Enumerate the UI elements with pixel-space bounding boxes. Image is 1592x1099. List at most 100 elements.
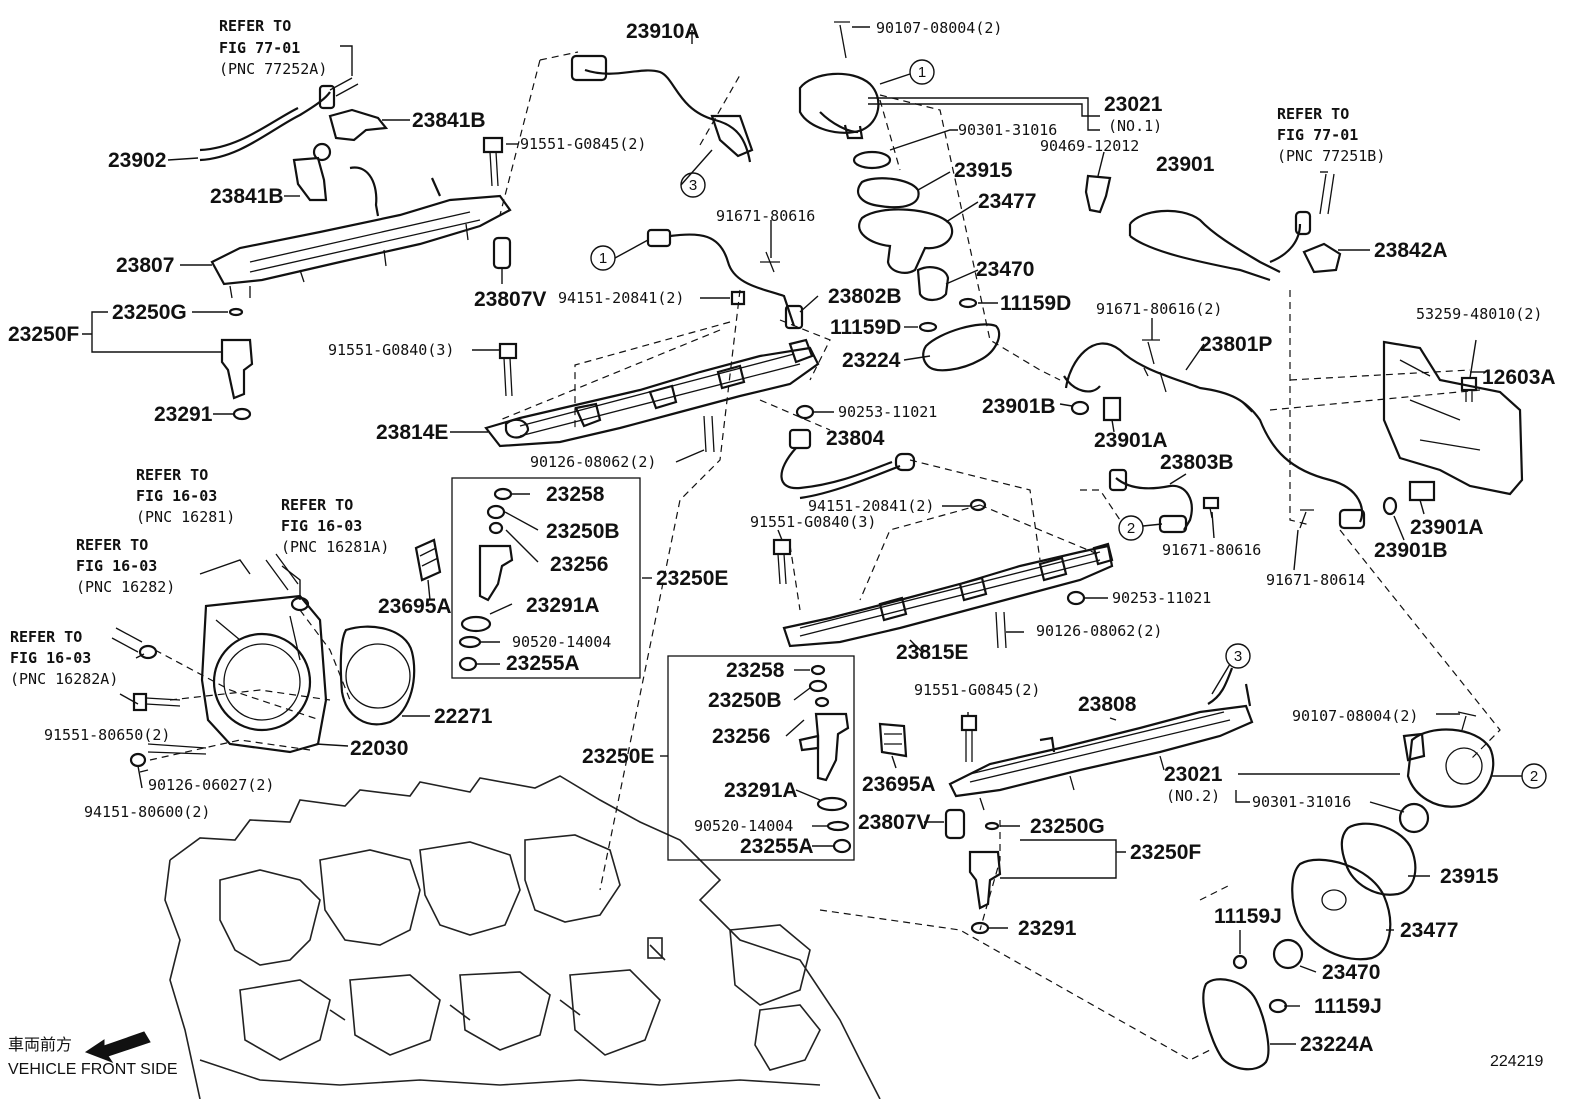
label-23841B-b: 23841B bbox=[210, 185, 284, 208]
part-23695A-clip-a bbox=[414, 538, 442, 582]
label-23255A-b: 23255A bbox=[740, 835, 814, 858]
label-94151-20841-a: 94151-20841(2) bbox=[558, 289, 684, 307]
part-23021-no2-fuel-pump bbox=[1402, 711, 1495, 808]
label-22030: 22030 bbox=[350, 737, 408, 760]
label-23902: 23902 bbox=[108, 149, 166, 172]
callout-number: 3 bbox=[1234, 648, 1242, 665]
callout-circle bbox=[1118, 515, 1144, 541]
part-throttle-hoses bbox=[111, 553, 310, 660]
label-90107-08004-b: 90107-08004(2) bbox=[1292, 707, 1418, 725]
label-23250F-b: 23250F bbox=[1130, 841, 1201, 864]
label-23901: 23901 bbox=[1156, 153, 1215, 176]
label-23021-no1-suffix: (NO.1) bbox=[1108, 117, 1162, 135]
svg-text:(PNC 77252A): (PNC 77252A) bbox=[219, 60, 327, 78]
label-23250E-b: 23250E bbox=[582, 745, 654, 768]
label-90301-31016-a: 90301-31016 bbox=[958, 121, 1057, 139]
label-90107-08004-a: 90107-08004(2) bbox=[876, 19, 1002, 37]
label-23803B: 23803B bbox=[1160, 451, 1234, 474]
engine-block-outline bbox=[164, 775, 881, 1099]
callout-number: 1 bbox=[918, 64, 926, 81]
label-23470-a: 23470 bbox=[976, 258, 1034, 281]
label-90253-11021-a: 90253-11021 bbox=[838, 403, 937, 421]
reference-note-fig16-03-c: REFER TO FIG 16-03 (PNC 16282) bbox=[76, 536, 175, 596]
part-91551-G0845-bolt-b bbox=[960, 714, 978, 762]
connection-callouts: 1 1 2 2 3 3 bbox=[590, 59, 1547, 789]
label-23256-b: 23256 bbox=[712, 725, 770, 748]
label-23901B-a: 23901B bbox=[982, 395, 1056, 418]
label-90126-08062-a: 90126-08062(2) bbox=[530, 453, 656, 471]
label-23801P: 23801P bbox=[1200, 333, 1272, 356]
svg-text:(PNC 16282A): (PNC 16282A) bbox=[10, 670, 118, 688]
label-23807V-b: 23807V bbox=[858, 811, 930, 834]
part-91551-G0845-bolt-a bbox=[482, 136, 504, 187]
label-23477-b: 23477 bbox=[1400, 919, 1458, 942]
reference-note-fig16-03-d: REFER TO FIG 16-03 (PNC 16282A) bbox=[10, 628, 118, 688]
label-23250G-b: 23250G bbox=[1030, 815, 1105, 838]
part-23915-gasket-a bbox=[856, 177, 920, 209]
label-91671-80616-b: 91671-80616(2) bbox=[1096, 300, 1222, 318]
part-91551-G0840-bolt-a bbox=[498, 342, 518, 397]
label-23224: 23224 bbox=[842, 349, 901, 372]
label-90469-12012: 90469-12012 bbox=[1040, 137, 1139, 155]
label-23250B-a: 23250B bbox=[546, 520, 620, 543]
part-12603A-engine-mount-bracket bbox=[1382, 340, 1524, 496]
label-23477-a: 23477 bbox=[978, 190, 1036, 213]
part-90126-stud-a bbox=[703, 415, 715, 453]
part-23901-fuel-hose bbox=[1128, 173, 1335, 282]
label-11159D-a: 11159D bbox=[1000, 292, 1071, 315]
label-23255A-a: 23255A bbox=[506, 652, 580, 675]
part-23801P-fuel-pipe bbox=[1063, 339, 1366, 530]
label-23291A-a: 23291A bbox=[526, 594, 600, 617]
label-91551-G0845-b: 91551-G0845(2) bbox=[914, 681, 1040, 699]
part-90469-clip bbox=[1084, 174, 1112, 214]
part-23842A-clamp bbox=[1302, 242, 1342, 274]
part-23250E-injector-assembly-a bbox=[451, 477, 641, 679]
svg-text:REFER TO: REFER TO bbox=[1277, 105, 1349, 123]
part-23910A-fuel-pipe bbox=[570, 54, 754, 163]
label-90520-14004-b: 90520-14004 bbox=[694, 817, 793, 835]
label-23901A-a: 23901A bbox=[1094, 429, 1168, 452]
label-23470-b: 23470 bbox=[1322, 961, 1380, 984]
part-90253-11021-cap-b bbox=[1066, 590, 1086, 606]
part-23807V-spacer-a bbox=[492, 236, 512, 270]
label-23910A: 23910A bbox=[626, 20, 700, 43]
part-23224-gasket bbox=[922, 323, 1001, 372]
part-22030-throttle-body bbox=[200, 594, 328, 754]
part-23807-delivery-pipe-left bbox=[210, 166, 512, 299]
part-91551-G0840-bolt-b bbox=[772, 538, 792, 585]
part-23808-delivery-pipe-right bbox=[948, 667, 1254, 811]
label-23291A-b: 23291A bbox=[724, 779, 798, 802]
reference-note-fig77-01-a: REFER TO FIG 77-01 (PNC 77252A) bbox=[219, 17, 327, 78]
part-23814E-fuel-rail-left bbox=[484, 338, 820, 448]
part-23250E-injector-assembly-b bbox=[667, 655, 855, 861]
part-90126-stud-b bbox=[995, 611, 1007, 649]
part-23901B-23901A-grommets bbox=[1070, 396, 1436, 516]
label-23291-a: 23291 bbox=[154, 403, 213, 426]
label-91551-80650: 91551-80650(2) bbox=[44, 726, 170, 744]
part-53259-bolt bbox=[1460, 376, 1478, 402]
label-90126-08062-b: 90126-08062(2) bbox=[1036, 622, 1162, 640]
label-94151-20841-b: 94151-20841(2) bbox=[808, 497, 934, 515]
label-23807V-a: 23807V bbox=[474, 288, 546, 311]
callout-number: 3 bbox=[689, 177, 697, 194]
vehicle-front-label-jp: 車両前方 bbox=[8, 1036, 72, 1054]
svg-text:FIG 16-03: FIG 16-03 bbox=[136, 487, 217, 505]
label-23250G-a: 23250G bbox=[112, 301, 187, 324]
part-23021-no1-fuel-pump bbox=[798, 21, 880, 140]
label-91671-80616-a: 91671-80616 bbox=[716, 207, 815, 225]
label-23256-a: 23256 bbox=[550, 553, 608, 576]
label-23258-a: 23258 bbox=[546, 483, 605, 506]
svg-text:(PNC 16281A): (PNC 16281A) bbox=[281, 538, 389, 556]
label-23901A-b: 23901A bbox=[1410, 516, 1484, 539]
part-22271-gasket bbox=[339, 625, 416, 726]
label-23915-a: 23915 bbox=[954, 159, 1013, 182]
part-number-labels: 23910A 90107-08004(2) 23021 (NO.1) 90301… bbox=[8, 19, 1556, 1056]
svg-text:FIG 16-03: FIG 16-03 bbox=[281, 517, 362, 535]
label-91551-G0845-a: 91551-G0845(2) bbox=[520, 135, 646, 153]
label-91671-80616-c: 91671-80616 bbox=[1162, 541, 1261, 559]
label-23258-b: 23258 bbox=[726, 659, 785, 682]
label-23291-b: 23291 bbox=[1018, 917, 1077, 940]
callout-number: 2 bbox=[1530, 768, 1538, 785]
part-23915-gasket-b bbox=[1340, 822, 1417, 896]
part-23815E-fuel-rail-right bbox=[782, 542, 1114, 648]
